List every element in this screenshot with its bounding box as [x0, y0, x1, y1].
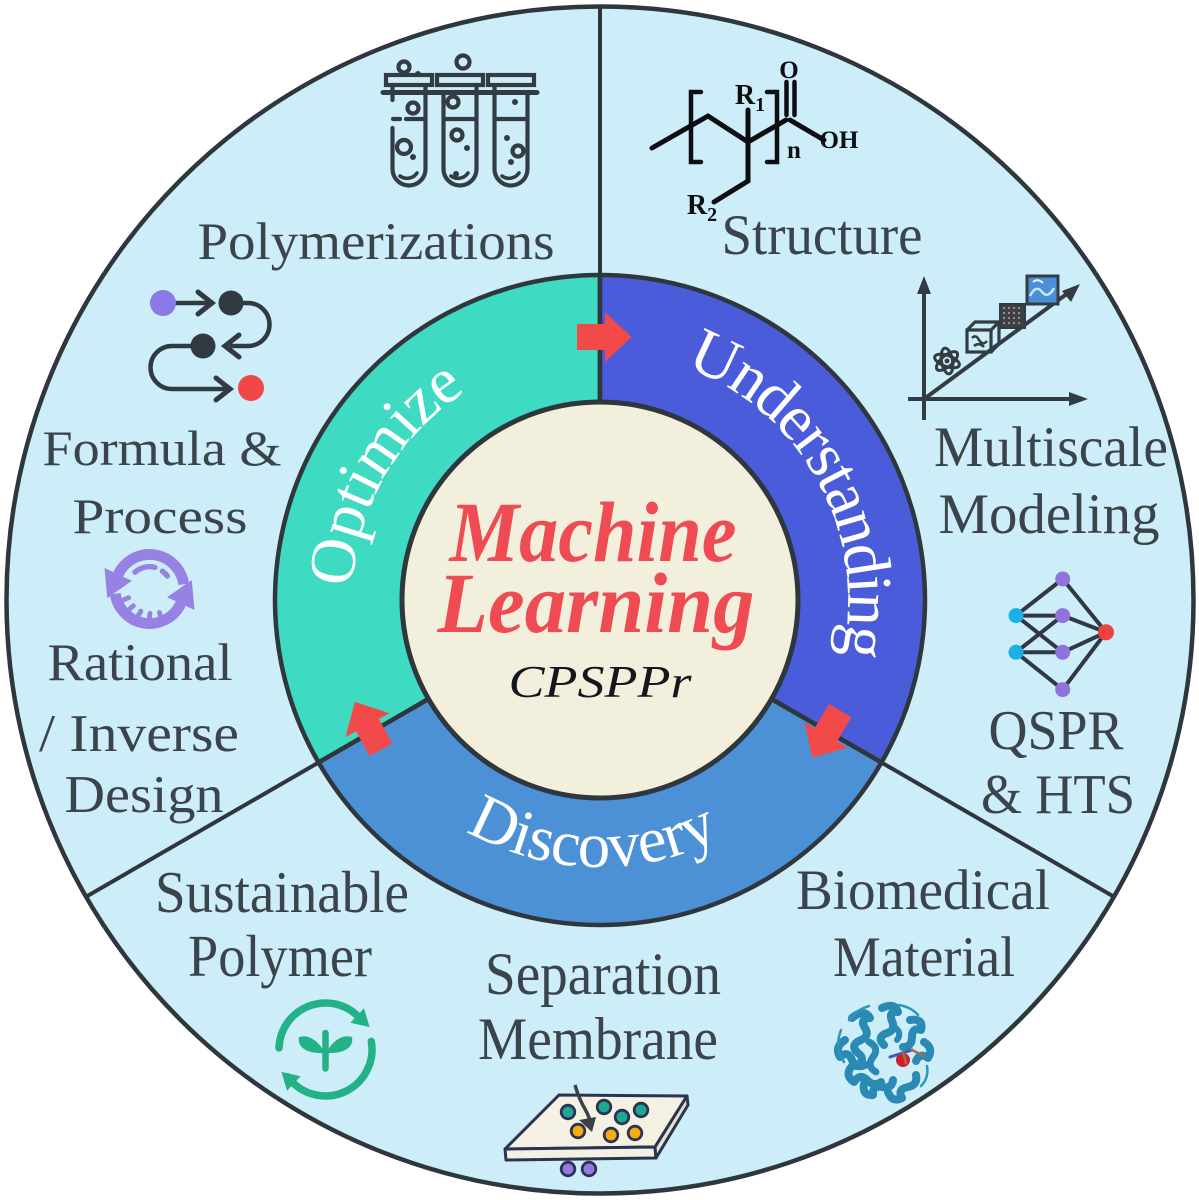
svg-text:Polymer: Polymer — [188, 923, 372, 989]
svg-text:Polymerizations: Polymerizations — [198, 213, 555, 271]
svg-text:Material: Material — [833, 926, 1015, 989]
svg-text:n: n — [787, 137, 801, 164]
svg-text:Sustainable: Sustainable — [155, 859, 409, 925]
svg-text:Design: Design — [65, 766, 224, 824]
svg-text:/ Inverse: / Inverse — [39, 705, 239, 763]
svg-text:Formula &: Formula & — [43, 420, 282, 476]
svg-text:Modeling: Modeling — [939, 483, 1160, 546]
svg-text:CPSPPr: CPSPPr — [509, 656, 693, 707]
svg-text:OH: OH — [820, 127, 859, 154]
svg-text:Learning: Learning — [437, 555, 755, 651]
svg-text:QSPR: QSPR — [989, 700, 1125, 762]
svg-text:Biomedical: Biomedical — [796, 859, 1050, 922]
svg-text:& HTS: & HTS — [981, 764, 1135, 826]
svg-text:Process: Process — [73, 488, 248, 544]
svg-text:Structure: Structure — [722, 204, 923, 267]
svg-text:Rational: Rational — [48, 634, 233, 692]
svg-text:O: O — [779, 57, 798, 84]
svg-text:Membrane: Membrane — [478, 1006, 718, 1072]
svg-text:Separation: Separation — [485, 941, 721, 1007]
svg-text:Machine: Machine — [448, 484, 737, 580]
svg-text:Multiscale: Multiscale — [934, 416, 1168, 479]
